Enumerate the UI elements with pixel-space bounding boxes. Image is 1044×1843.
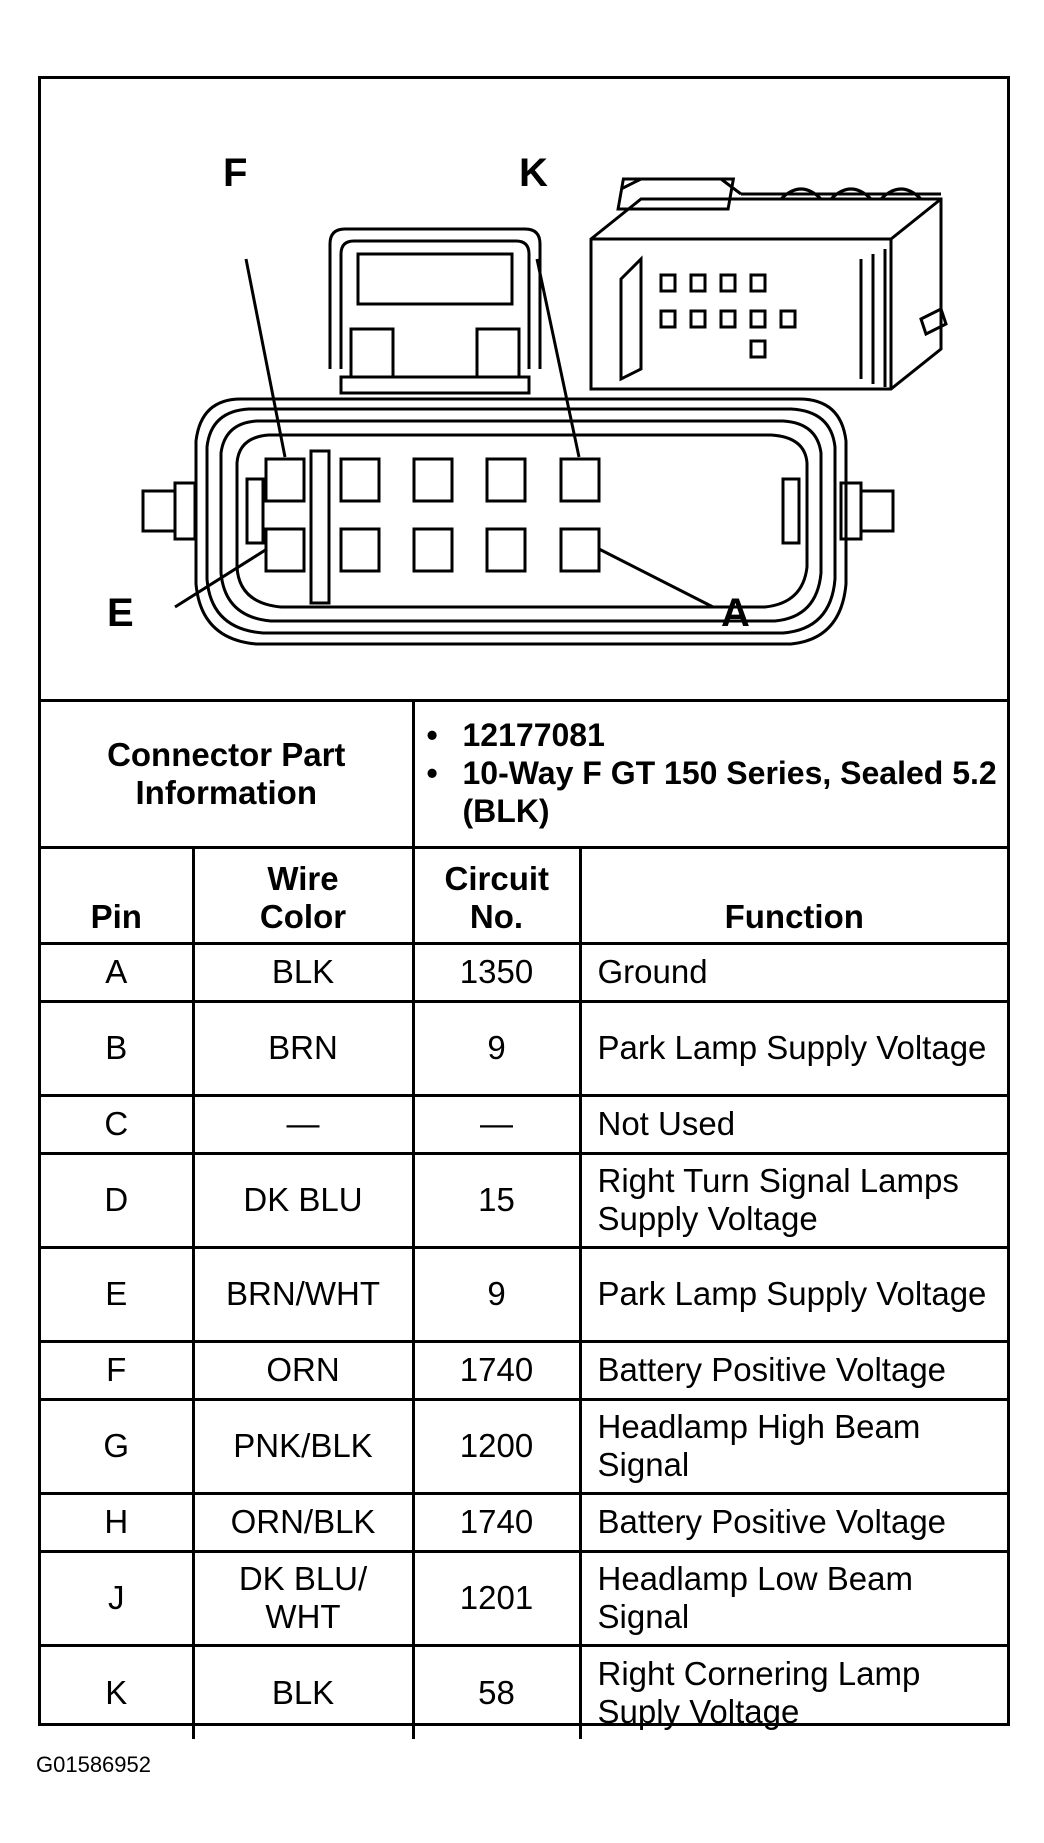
pin-cell: A <box>41 941 195 1003</box>
pin-cell: K <box>41 1643 195 1739</box>
connector-info-values: 12177081 10-Way F GT 150 Series, Sealed … <box>411 702 1008 849</box>
circuit-cell: 1200 <box>411 1397 582 1495</box>
callout-a: A <box>721 591 750 635</box>
function-cell: Battery Positive Voltage <box>578 1491 1008 1553</box>
wire-color-cell: ORN/BLK <box>191 1491 415 1553</box>
wire-color-cell: PNK/BLK <box>191 1397 415 1495</box>
wire-color-cell: ORN <box>191 1339 415 1401</box>
figure-id: G01586952 <box>36 1752 151 1777</box>
connector-frame: F K E A Connector Part Information 12177… <box>38 76 1010 1739</box>
function-cell: Battery Positive Voltage <box>578 1339 1008 1401</box>
wire-color-cell: BRN <box>191 999 415 1097</box>
pin-cell: J <box>41 1549 195 1647</box>
wire-color-cell: DK BLU/ WHT <box>191 1549 415 1647</box>
column-header-pin: Pin <box>41 845 195 945</box>
function-cell: Headlamp High Beam Signal <box>578 1397 1008 1495</box>
table-row: E BRN/WHT 9 Park Lamp Supply Voltage <box>41 1245 1008 1343</box>
circuit-cell: — <box>411 1093 582 1155</box>
column-header-wire-color: Wire Color <box>191 845 415 945</box>
column-header-function: Function <box>578 845 1008 945</box>
circuit-cell: 1201 <box>411 1549 582 1647</box>
circuit-cell: 9 <box>411 999 582 1097</box>
callout-e: E <box>107 591 134 635</box>
table-row: K BLK 58 Right Cornering Lamp Suply Volt… <box>41 1643 1008 1739</box>
pin-cell: E <box>41 1245 195 1343</box>
pin-cell: G <box>41 1397 195 1495</box>
circuit-cell: 15 <box>411 1151 582 1249</box>
circuit-cell: 1350 <box>411 941 582 1003</box>
wire-color-cell: BLK <box>191 1643 415 1739</box>
connector-info-row: Connector Part Information 12177081 10-W… <box>41 702 1008 849</box>
table-row: H ORN/BLK 1740 Battery Positive Voltage <box>41 1491 1008 1553</box>
connector-isometric-illustration <box>589 177 948 391</box>
column-header-circuit-no: Circuit No. <box>411 845 582 945</box>
connector-part-number: 12177081 <box>427 716 1008 754</box>
connector-info-label: Connector Part Information <box>41 702 415 849</box>
function-cell: Headlamp Low Beam Signal <box>578 1549 1008 1647</box>
pin-cell: F <box>41 1339 195 1401</box>
wire-color-cell: BRN/WHT <box>191 1245 415 1343</box>
wire-color-cell: BLK <box>191 941 415 1003</box>
header-row: Pin Wire Color Circuit No. Function <box>41 845 1008 945</box>
function-cell: Not Used <box>578 1093 1008 1155</box>
circuit-cell: 1740 <box>411 1339 582 1401</box>
function-cell: Park Lamp Supply Voltage <box>578 1245 1008 1343</box>
circuit-cell: 1740 <box>411 1491 582 1553</box>
circuit-cell: 9 <box>411 1245 582 1343</box>
table-row: D DK BLU 15 Right Turn Signal Lamps Supp… <box>41 1151 1008 1249</box>
connector-info-list: 12177081 10-Way F GT 150 Series, Sealed … <box>415 710 1008 838</box>
callout-k: K <box>519 151 548 195</box>
pin-cell: D <box>41 1151 195 1249</box>
wire-color-cell: — <box>191 1093 415 1155</box>
pin-cell: B <box>41 999 195 1097</box>
circuit-cell: 58 <box>411 1643 582 1739</box>
connector-face-svg <box>141 177 948 646</box>
connector-series: 10-Way F GT 150 Series, Sealed 5.2 (BLK) <box>427 754 1008 830</box>
table-row: C — — Not Used <box>41 1093 1008 1155</box>
function-cell: Park Lamp Supply Voltage <box>578 999 1008 1097</box>
pin-cell: H <box>41 1491 195 1553</box>
function-cell: Ground <box>578 941 1008 1003</box>
pinout-table: Connector Part Information 12177081 10-W… <box>41 702 1008 1739</box>
callout-f: F <box>223 151 248 195</box>
table-row: J DK BLU/ WHT 1201 Headlamp Low Beam Sig… <box>41 1549 1008 1647</box>
table-row: B BRN 9 Park Lamp Supply Voltage <box>41 999 1008 1097</box>
function-cell: Right Turn Signal Lamps Supply Voltage <box>578 1151 1008 1249</box>
table-row: F ORN 1740 Battery Positive Voltage <box>41 1339 1008 1401</box>
function-cell: Right Cornering Lamp Suply Voltage <box>578 1643 1008 1739</box>
wire-color-cell: DK BLU <box>191 1151 415 1249</box>
connector-drawing: F K E A <box>41 79 1007 702</box>
table-row: A BLK 1350 Ground <box>41 941 1008 1003</box>
table-row: G PNK/BLK 1200 Headlamp High Beam Signal <box>41 1397 1008 1495</box>
pin-cell: C <box>41 1093 195 1155</box>
